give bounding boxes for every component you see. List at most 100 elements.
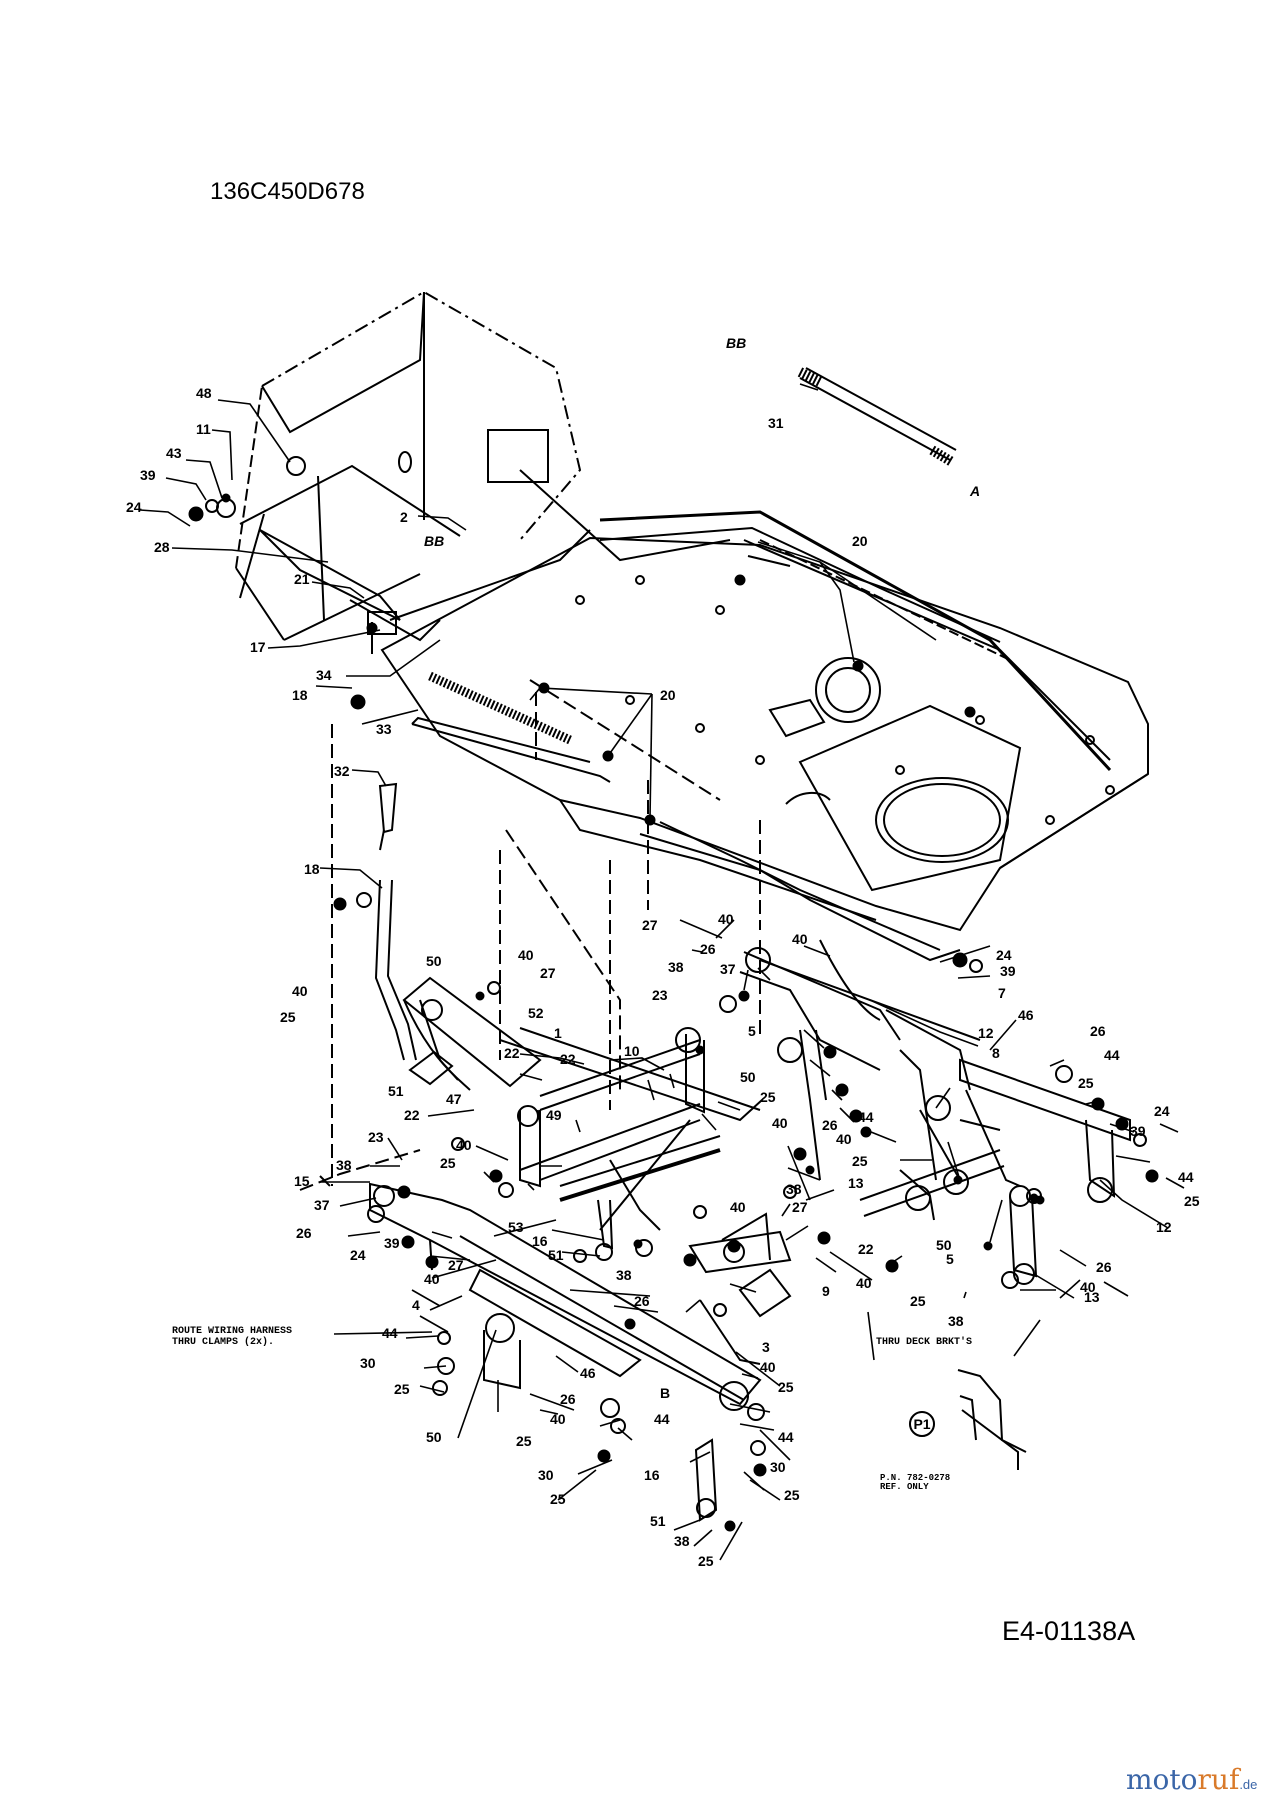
callout-40d: 40 <box>836 1131 852 1147</box>
callout-4: 4 <box>412 1297 420 1313</box>
route-wiring-note: ROUTE WIRING HARNESS THRU CLAMPS (2x). <box>172 1326 292 1348</box>
callout-22b: 22 <box>560 1051 576 1067</box>
callout-42e: 44 <box>654 1411 670 1427</box>
callout-34: 33 <box>376 721 392 737</box>
callout-31c: 30 <box>360 1355 376 1371</box>
ref-bb-top: BB <box>726 335 746 351</box>
callout-36b: 38 <box>616 1267 632 1283</box>
watermark-part2: ruf <box>1197 1763 1240 1796</box>
callout-38b: 38 <box>948 1313 964 1329</box>
callout-40e: 40 <box>772 1115 788 1131</box>
callout-50: 50 <box>426 953 442 969</box>
deck-bracket-note: THRU DECK BRKT'S <box>876 1337 973 1348</box>
watermark-part1: moto <box>1126 1763 1198 1796</box>
callout-1: 1 <box>554 1025 562 1041</box>
hardware <box>188 493 1159 1532</box>
callout-28e: 26 <box>560 1391 576 1407</box>
callout-24: 24 <box>126 499 142 515</box>
callout-23b: 23 <box>368 1129 384 1145</box>
callout-27a: 22 <box>858 1241 874 1257</box>
callout-26b: 25 <box>760 1089 776 1105</box>
callout-20: 20 <box>852 533 868 549</box>
callout-numbers: 48 11 43 39 24 28 21 17 34 18 33 2 32 18… <box>126 385 1200 1569</box>
model-code: 136C450D678 <box>210 178 365 205</box>
callout-2: 2 <box>400 509 408 525</box>
callout-53: 53 <box>508 1219 524 1235</box>
callout-16b: 16 <box>532 1233 548 1249</box>
callout-13: 15 <box>294 1173 310 1189</box>
callout-39: 39 <box>140 467 156 483</box>
right-shaft-arms <box>777 1009 1131 1285</box>
callout-B: B <box>660 1385 670 1401</box>
callout-18b: 18 <box>304 861 320 877</box>
callout-28a: 26 <box>700 941 716 957</box>
ref-a: A <box>969 483 980 499</box>
callout-37b: 37 <box>314 1197 330 1213</box>
callout-12a: 12 <box>978 1025 994 1041</box>
callout-27b: 22 <box>404 1107 420 1123</box>
lift-spring <box>411 671 611 783</box>
callout-47c: 50 <box>426 1429 442 1445</box>
callout-44b: 46 <box>580 1365 596 1381</box>
callout-28f: 26 <box>296 1225 312 1241</box>
ref-p1: P1 <box>913 1416 930 1432</box>
callout-31a: 30 <box>770 1459 786 1475</box>
callout-41: 43 <box>166 445 182 461</box>
callout-9: 9 <box>822 1283 830 1299</box>
callout-26g: 25 <box>280 1009 296 1025</box>
callout-52: 52 <box>528 1005 544 1021</box>
callout-5b: 5 <box>946 1251 954 1267</box>
callout-25e: 25 <box>550 1491 566 1507</box>
callout-12b: 12 <box>1156 1219 1172 1235</box>
callout-38d: 38 <box>336 1157 352 1173</box>
callout-17: 17 <box>250 639 266 655</box>
callout-15a: 13 <box>1084 1289 1100 1305</box>
pn-line2: REF. ONLY <box>880 1482 929 1492</box>
callout-42c: 44 <box>858 1109 874 1125</box>
lift-handle <box>374 782 417 1061</box>
callout-25f: 25 <box>394 1381 410 1397</box>
callout-26a: 25 <box>910 1293 926 1309</box>
callout-26c: 25 <box>778 1379 794 1395</box>
ref-p1-marker: P1 <box>909 1411 935 1437</box>
callout-24d: 24 <box>350 1247 366 1263</box>
callout-40k: 40 <box>456 1137 472 1153</box>
callout-51: 51 <box>388 1083 404 1099</box>
callout-42f: 44 <box>382 1325 398 1341</box>
callout-7: 7 <box>998 985 1006 1001</box>
part-number-note: P.N. 782-0278 REF. ONLY <box>880 1474 950 1492</box>
callout-8: 8 <box>992 1045 1000 1061</box>
callout-25d: 25 <box>784 1487 800 1503</box>
callout-26d: 25 <box>698 1553 714 1569</box>
callout-26e: 25 <box>516 1433 532 1449</box>
callout-38c: 38 <box>674 1533 690 1549</box>
spring-rod-33 <box>797 367 957 467</box>
callout-40c: 40 <box>1080 1279 1096 1295</box>
watermark-logo: motoruf.de <box>1126 1763 1257 1796</box>
callout-47b: 50 <box>740 1069 756 1085</box>
callout-16a: 16 <box>644 1467 660 1483</box>
route-wiring-line1: ROUTE WIRING HARNESS <box>172 1326 293 1337</box>
cross-shaft <box>517 1027 721 1231</box>
callout-10: 10 <box>624 1043 640 1059</box>
callout-24c: 24 <box>1154 1103 1170 1119</box>
center-links <box>688 1212 792 1365</box>
callout-39b: 39 <box>1000 963 1016 979</box>
callout-43: 47 <box>446 1091 462 1107</box>
callout-25b: 25 <box>1184 1193 1200 1209</box>
callout-30: 28 <box>154 539 170 555</box>
callout-40b: 40 <box>792 931 808 947</box>
callout-29a: 27 <box>792 1199 808 1215</box>
callout-38a: 38 <box>668 959 684 975</box>
callout-49a: 51 <box>650 1513 666 1529</box>
callout-26f: 25 <box>440 1155 456 1171</box>
callout-20b: 20 <box>660 687 676 703</box>
callout-40a: 40 <box>718 911 734 927</box>
callout-42a: 44 <box>1104 1047 1120 1063</box>
callout-5a: 5 <box>748 1023 756 1039</box>
route-wiring-line2: THRU CLAMPS (2x). <box>172 1337 275 1348</box>
callout-42d: 44 <box>778 1429 794 1445</box>
leader-lines <box>139 383 1185 1561</box>
